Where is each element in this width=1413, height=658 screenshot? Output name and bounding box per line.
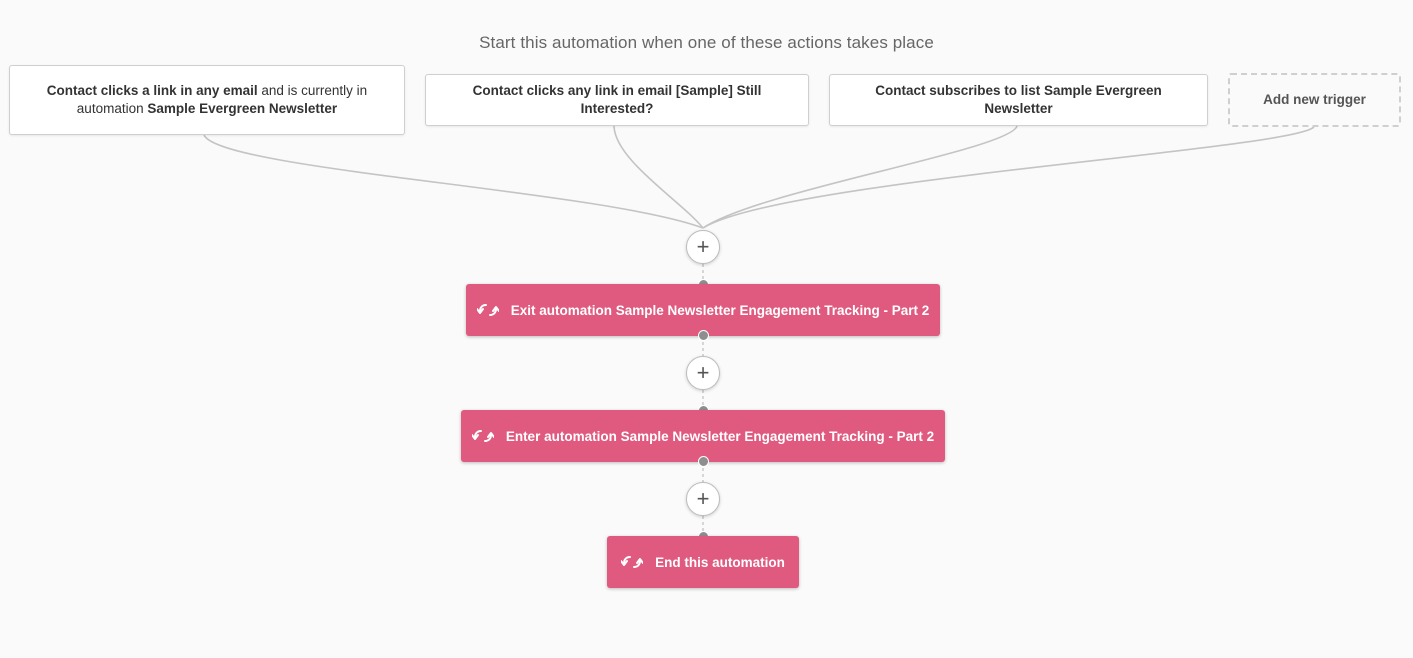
automation-start-heading: Start this automation when one of these … — [479, 33, 934, 52]
trigger-card-link-click-email[interactable]: Contact clicks any link in email [Sample… — [425, 74, 809, 126]
plus-icon: + — [696, 486, 710, 511]
trigger-card-link-click-in-automation[interactable]: Contact clicks a link in any email and i… — [9, 65, 405, 135]
add-step-button[interactable]: + — [686, 356, 720, 390]
action-exit-automation[interactable]: Exit automation Sample Newsletter Engage… — [466, 284, 940, 336]
add-step-button[interactable]: + — [686, 230, 720, 264]
connector-node — [698, 330, 709, 341]
action-enter-automation[interactable]: Enter automation Sample Newsletter Engag… — [461, 410, 945, 462]
action-label: Enter automation Sample Newsletter Engag… — [505, 428, 935, 444]
add-new-trigger-label: Add new trigger — [1263, 92, 1366, 107]
plus-icon: + — [696, 234, 710, 259]
sync-icon — [471, 428, 494, 444]
add-new-trigger-button[interactable]: Add new trigger — [1228, 73, 1401, 127]
trigger-card-label: Contact clicks any link in email [Sample… — [472, 83, 762, 116]
plus-icon: + — [696, 360, 710, 385]
action-end-automation[interactable]: End this automation — [607, 536, 799, 588]
trigger-card-label: Contact subscribes to list Sample Evergr… — [875, 83, 1162, 116]
connector-node — [698, 456, 709, 467]
add-step-button[interactable]: + — [686, 482, 720, 516]
action-label: End this automation — [655, 554, 785, 570]
sync-icon — [476, 302, 499, 318]
trigger-card-list-subscribe[interactable]: Contact subscribes to list Sample Evergr… — [829, 74, 1208, 126]
sync-icon — [621, 554, 644, 570]
trigger-card-label: Contact clicks a link in any email and i… — [46, 83, 368, 116]
action-label: Exit automation Sample Newsletter Engage… — [510, 302, 930, 318]
